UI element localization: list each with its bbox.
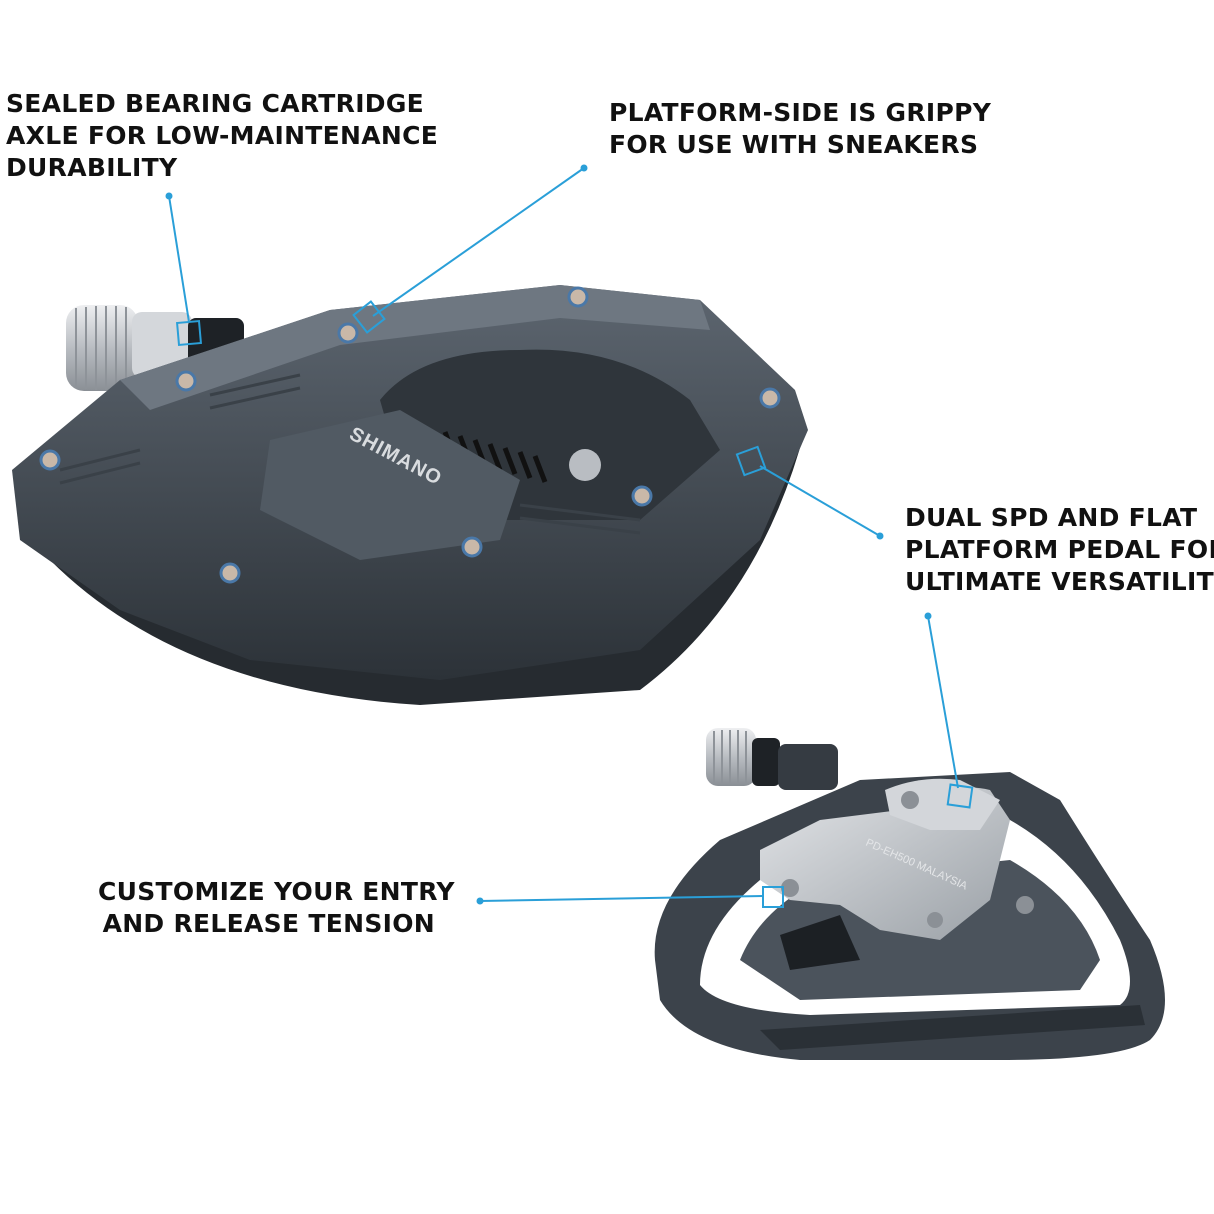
marker-dual	[735, 445, 767, 477]
callout-bearing-line-2: AXLE FOR LOW-MAINTENANCE	[6, 121, 439, 150]
marker-bearing	[175, 319, 203, 347]
marker-tension	[762, 886, 784, 908]
callout-platform-line-1: PLATFORM-SIDE IS GRIPPY	[609, 98, 992, 127]
callout-leaders	[168, 167, 974, 908]
marker-dual-small	[946, 783, 974, 809]
leader-dots	[165, 164, 932, 905]
callout-bearing-line-1: SEALED BEARING CARTRIDGE	[6, 89, 425, 118]
leader-bearing	[168, 195, 190, 323]
callout-tension: CUSTOMIZE YOUR ENTRY AND RELEASE TENSION	[98, 876, 455, 940]
leader-dual-small	[927, 615, 959, 789]
callout-platform-line-2: FOR USE WITH SNEAKERS	[609, 130, 979, 159]
leader-platform	[372, 167, 585, 317]
callout-dual-line-1: DUAL SPD AND FLAT	[905, 503, 1198, 532]
traction-pins	[39, 286, 781, 584]
flat-pedal: SHIMANO	[12, 285, 808, 705]
grip-ridges	[59, 373, 641, 535]
callout-bearing-line-3: DURABILITY	[6, 153, 178, 182]
callout-dual-line-2: PLATFORM PEDAL FOR	[905, 535, 1214, 564]
callout-platform: PLATFORM-SIDE IS GRIPPY FOR USE WITH SNE…	[609, 97, 991, 161]
leader-dual	[759, 465, 881, 537]
marker-platform	[352, 300, 386, 334]
spd-pedal: PD-EH500 MALAYSIA	[654, 728, 1165, 1060]
leader-tension	[479, 895, 764, 902]
callout-dual-line-3: ULTIMATE VERSATILITY	[905, 567, 1214, 596]
callout-dual: DUAL SPD AND FLAT PLATFORM PEDAL FOR ULT…	[905, 502, 1214, 598]
callout-tension-line-1: CUSTOMIZE YOUR ENTRY	[98, 877, 455, 906]
callout-tension-line-2: AND RELEASE TENSION	[102, 909, 435, 938]
callout-bearing: SEALED BEARING CARTRIDGE AXLE FOR LOW-MA…	[6, 88, 438, 184]
